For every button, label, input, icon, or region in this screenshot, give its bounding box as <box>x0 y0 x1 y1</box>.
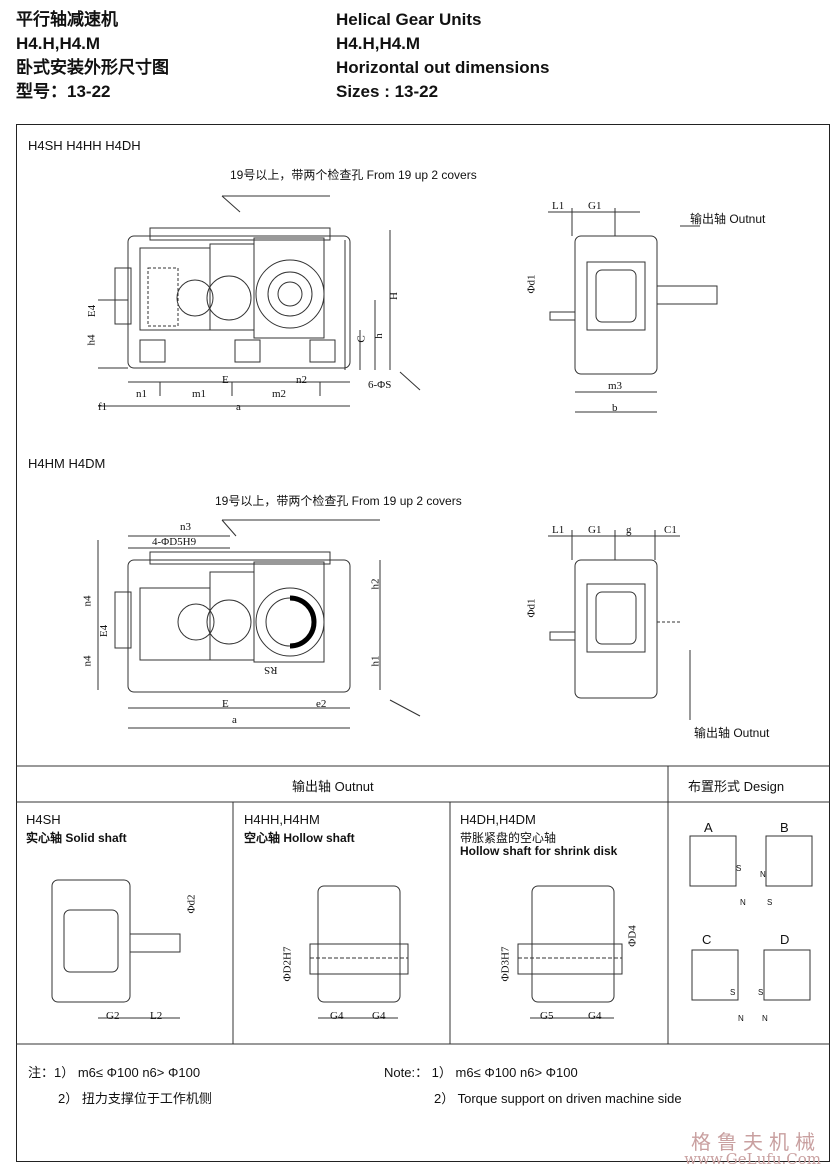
note-en-1: Note:： 1） m6≤ Φ100 n6> Φ100 <box>384 1065 578 1080</box>
dim-h4: h4 <box>85 334 98 346</box>
dim-h: h <box>372 333 385 339</box>
title-cn: 平行轴减速机 <box>16 10 118 29</box>
dim-n4-b: n4 <box>81 655 94 667</box>
dim-G4-c: G4 <box>588 1010 602 1022</box>
design-mark-7: S <box>758 988 764 997</box>
design-mark-4: S <box>767 898 773 907</box>
dim-E4: E4 <box>86 304 99 318</box>
dim-D3H7: ΦD3H7 <box>499 946 512 982</box>
top-side-view <box>548 208 718 413</box>
top-output-label: 输出轴 Outnut <box>690 212 766 226</box>
design-mark-1: S <box>736 864 742 873</box>
solid-shaft-drawing <box>51 879 181 1019</box>
dim-f1: f1 <box>98 401 108 413</box>
dim-h1: h1 <box>369 655 382 667</box>
mid-view-title: H4HM H4DM <box>28 456 106 471</box>
shrink-disk-drawing <box>517 885 623 1019</box>
dim-G2: G2 <box>106 1010 120 1022</box>
note-cn-2: 2） 扭力支撑位于工作机侧 <box>58 1091 212 1106</box>
header-cn: 平行轴减速机 H4.H,H4.M 卧式安装外形尺寸图 型号：13-22 <box>16 8 169 104</box>
dim-E-mid: E <box>222 698 229 710</box>
dim-6-S: 6-ΦS <box>368 379 392 391</box>
shrink-code: H4DH,H4DM <box>460 812 536 827</box>
dim-D2H7: ΦD2H7 <box>281 946 294 982</box>
watermark-url: www.GeLufu.Com <box>684 1150 821 1168</box>
dim-n2: n2 <box>296 374 307 386</box>
dim-4-D5H9: 4-ΦD5H9 <box>152 536 197 548</box>
dim-h2: h2 <box>369 578 382 590</box>
dim-n1: n1 <box>136 388 147 400</box>
dim-d1: Φd1 <box>525 274 538 294</box>
design-mark-8: N <box>762 1014 768 1023</box>
dim-m3: m3 <box>608 380 623 392</box>
design-sketches <box>689 835 813 1001</box>
dim-g: g <box>626 524 632 536</box>
mid-output-label: 输出轴 Outnut <box>694 726 770 740</box>
design-B: B <box>780 820 789 835</box>
dim-L1-mid: L1 <box>552 524 565 536</box>
dim-C: C <box>355 335 368 343</box>
dim-n4-a: n4 <box>81 595 94 607</box>
design-mark-5: N <box>738 1014 744 1023</box>
dim-G4-b: G4 <box>372 1010 386 1022</box>
subtitle-cn: 卧式安装外形尺寸图 <box>16 58 169 77</box>
top-front-view <box>98 195 421 407</box>
dim-G1: G1 <box>588 200 602 212</box>
dim-G5: G5 <box>540 1010 554 1022</box>
model-cn: H4.H,H4.M <box>16 34 101 53</box>
mid-view-note: 19号以上，带两个检查孔 From 19 up 2 covers <box>215 494 462 508</box>
table-header-output: 输出轴 Outnut <box>292 779 374 794</box>
subtitle-en: Horizontal out dimensions <box>336 58 550 77</box>
header-en: Helical Gear Units H4.H,H4.M Horizontal … <box>336 8 549 104</box>
dim-m1: m1 <box>192 388 207 400</box>
shrink-name-en: Hollow shaft for shrink disk <box>460 844 618 858</box>
hollow-name: 空心轴 Hollow shaft <box>244 831 355 845</box>
dim-G4-a: G4 <box>330 1010 344 1022</box>
hollow-shaft-drawing <box>309 885 409 1019</box>
solid-code: H4SH <box>26 812 61 827</box>
design-D: D <box>780 932 790 947</box>
mark-RS: RS <box>264 664 278 676</box>
dim-n3: n3 <box>180 521 191 533</box>
dim-a-mid: a <box>232 714 237 726</box>
dim-L1: L1 <box>552 200 565 212</box>
sizes-en: Sizes : 13-22 <box>336 82 439 101</box>
dim-E4-mid: E4 <box>98 624 111 638</box>
design-mark-6: S <box>730 988 736 997</box>
mid-front-view <box>97 519 421 729</box>
dim-L2: L2 <box>150 1010 163 1022</box>
note-en-2: 2） Torque support on driven machine side <box>434 1091 682 1106</box>
model-en: H4.H,H4.M <box>336 34 421 53</box>
shrink-name-cn: 带胀紧盘的空心轴 <box>460 831 557 845</box>
dim-C1: C1 <box>664 524 677 536</box>
design-mark-2: N <box>740 898 746 907</box>
mid-side-view <box>548 530 691 720</box>
dim-D4: ΦD4 <box>626 925 639 947</box>
solid-name: 实心轴 Solid shaft <box>26 831 127 845</box>
dim-H: H <box>387 292 400 300</box>
dim-d2: Φd2 <box>185 894 198 914</box>
design-A: A <box>704 820 713 835</box>
sizes-cn: 型号：13-22 <box>16 82 111 101</box>
watermark-cn: 格鲁夫机械 <box>691 1130 821 1154</box>
top-view-note: 19号以上，带两个检查孔 From 19 up 2 covers <box>230 168 477 182</box>
dim-m2: m2 <box>272 388 287 400</box>
table-header-design: 布置形式 Design <box>688 779 785 794</box>
hollow-code: H4HH,H4HM <box>244 812 320 827</box>
dim-e2: e2 <box>316 698 327 710</box>
top-view-title: H4SH H4HH H4DH <box>28 138 141 153</box>
design-mark-3: N <box>760 870 766 879</box>
title-en: Helical Gear Units <box>336 10 482 29</box>
dim-G1-mid: G1 <box>588 524 602 536</box>
design-C: C <box>702 932 712 947</box>
dim-b: b <box>612 402 618 414</box>
dim-a: a <box>236 401 241 413</box>
drawing-frame <box>16 124 830 1162</box>
dim-E: E <box>222 374 229 386</box>
dim-d1-mid: Φd1 <box>525 598 538 618</box>
note-cn-1: 注：1） m6≤ Φ100 n6> Φ100 <box>28 1065 201 1080</box>
